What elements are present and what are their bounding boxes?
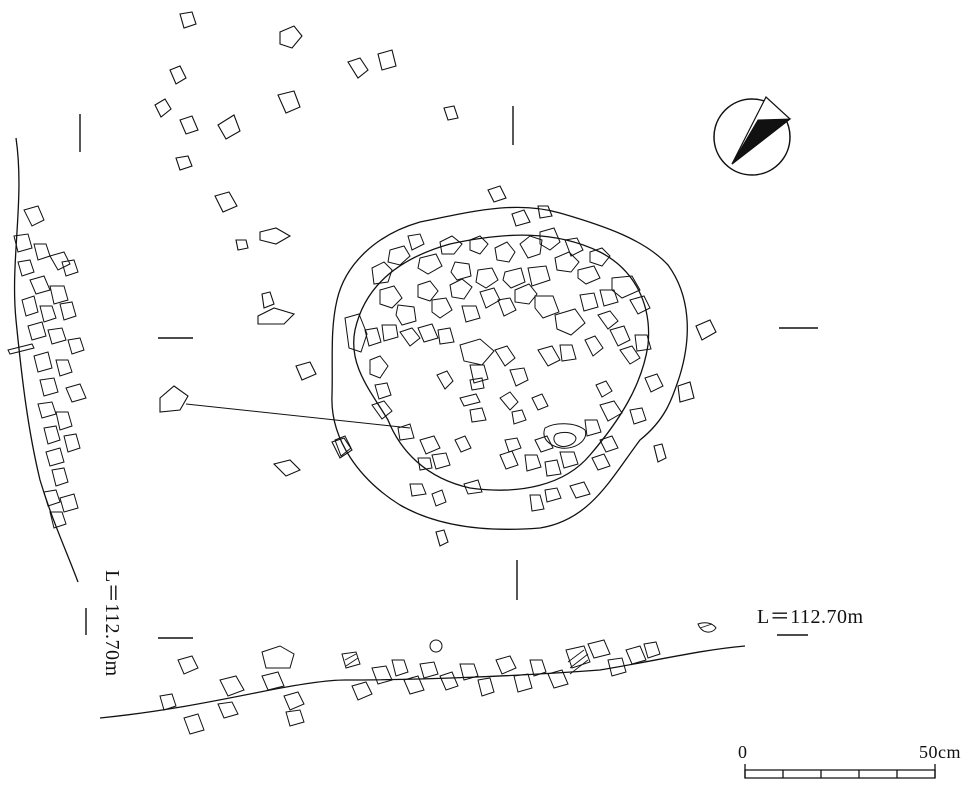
bottom-section	[99, 622, 746, 735]
scale-bar	[744, 764, 936, 779]
connector-line	[185, 403, 411, 429]
pit-stones	[334, 227, 664, 512]
grid-ticks	[79, 106, 818, 639]
pit-outline	[331, 206, 688, 531]
scattered-stones	[154, 11, 717, 547]
level-label-vertical: L＝112.70m	[101, 570, 123, 677]
left-section	[7, 137, 87, 583]
scale-zero-label: 0	[738, 742, 748, 762]
north-arrow-icon	[713, 96, 792, 176]
level-label-horizontal: L＝112.70m	[757, 606, 864, 628]
scale-max-label: 50cm	[919, 742, 961, 762]
